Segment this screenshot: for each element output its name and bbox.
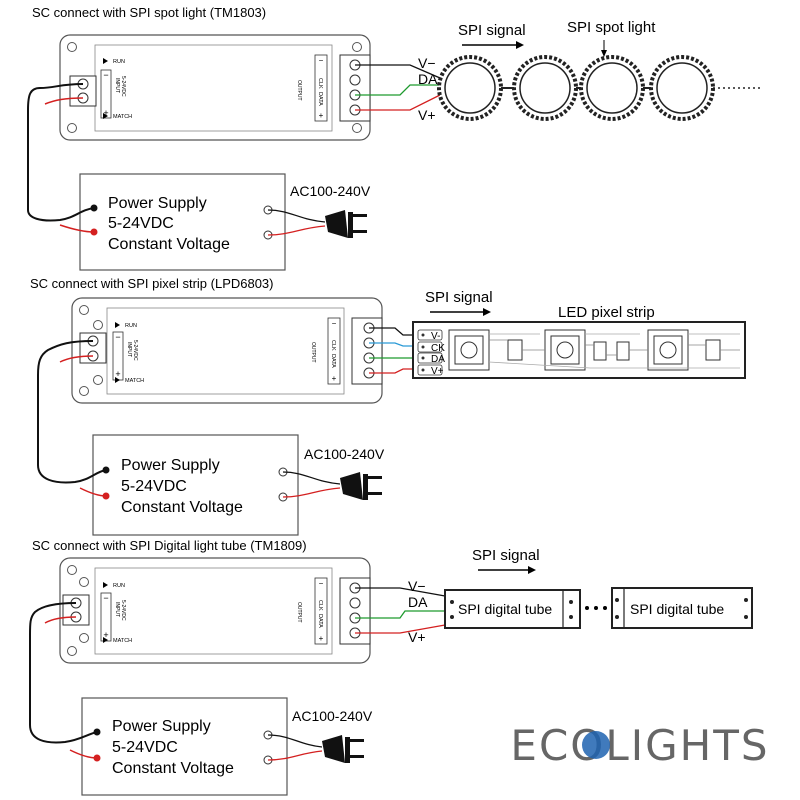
ps-line3: Constant Voltage xyxy=(108,236,230,253)
output-label: OUTPUT xyxy=(296,80,302,101)
output-clk: CLK xyxy=(317,78,323,89)
section-title: SC connect with SPI pixel strip (LPD6803… xyxy=(30,276,274,291)
signal-arrow-icon xyxy=(516,41,524,49)
power-supply: Power Supply 5-24VDC Constant Voltage xyxy=(79,173,286,271)
ps-line1: Power Supply xyxy=(121,457,220,474)
led-pixel-strip: V- CK DA V+ xyxy=(412,321,746,379)
device-label: LED pixel strip xyxy=(558,304,655,321)
input-voltage: 5-24VDC xyxy=(132,340,138,361)
wire-label-vminus: V− xyxy=(418,55,436,71)
strip-pad-vplus: V+ xyxy=(431,366,444,377)
output-clk: CLK xyxy=(317,600,323,611)
section-title: SC connect with SPI spot light (TM1803) xyxy=(32,5,266,20)
match-label: MATCH xyxy=(113,638,132,644)
input-voltage: 5-24VDC xyxy=(120,76,126,97)
ac-label: AC100-240V xyxy=(292,708,373,724)
signal-label: SPI signal xyxy=(425,289,493,306)
plug-icon xyxy=(340,472,382,500)
output-data: DATA xyxy=(330,354,336,368)
input-label: INPUT xyxy=(114,78,120,93)
ps-line2: 5-24VDC xyxy=(121,478,187,495)
input-plus: + xyxy=(103,630,108,640)
digital-tube-2: SPI digital tube xyxy=(611,587,753,629)
ps-line2: 5-24VDC xyxy=(112,739,178,756)
output-clk: CLK xyxy=(330,340,336,351)
run-label: RUN xyxy=(113,59,125,65)
pointer-arrow-icon xyxy=(601,50,607,57)
wire-label-vplus: V+ xyxy=(418,107,436,123)
input-minus: − xyxy=(115,332,120,342)
plug-icon xyxy=(325,210,367,238)
section-spot-light: SC connect with SPI spot light (TM1803) … xyxy=(27,5,760,271)
spot-light-chain xyxy=(437,55,760,121)
ps-line3: Constant Voltage xyxy=(121,499,243,516)
match-label: MATCH xyxy=(113,114,132,120)
output-plus: + xyxy=(319,111,324,120)
ac-label: AC100-240V xyxy=(290,183,371,199)
strip-pad-vminus: V- xyxy=(431,331,440,342)
output-plus: + xyxy=(332,374,337,383)
input-minus: − xyxy=(103,593,108,603)
power-supply: Power Supply 5-24VDC Constant Voltage xyxy=(81,697,288,796)
match-label: MATCH xyxy=(125,378,144,384)
input-label: INPUT xyxy=(126,342,132,357)
digital-tube-1: SPI digital tube xyxy=(444,589,581,629)
section-pixel-strip: SC connect with SPI pixel strip (LPD6803… xyxy=(30,276,746,536)
run-label: RUN xyxy=(113,583,125,589)
input-minus: − xyxy=(103,70,108,80)
input-plus: + xyxy=(103,108,108,118)
signal-label: SPI signal xyxy=(458,22,526,39)
ps-line1: Power Supply xyxy=(112,718,211,735)
tube-label: SPI digital tube xyxy=(458,601,552,617)
signal-arrow-icon xyxy=(528,566,536,574)
wire-label-da: DA xyxy=(418,71,438,87)
ac-label: AC100-240V xyxy=(304,446,385,462)
controller: − + INPUT 5-24VDC RUN MATCH OUTPUT − CLK… xyxy=(59,34,371,141)
signal-label: SPI signal xyxy=(472,547,540,564)
ps-line2: 5-24VDC xyxy=(108,215,174,232)
ps-line3: Constant Voltage xyxy=(112,760,234,777)
section-digital-tube: SC connect with SPI Digital light tube (… xyxy=(29,538,753,796)
wire-label-vplus: V+ xyxy=(408,629,426,645)
section-title: SC connect with SPI Digital light tube (… xyxy=(32,538,307,553)
strip-pad-ck: CK xyxy=(431,343,445,354)
logo-text: ECOLIGHTS xyxy=(510,721,769,770)
signal-arrow-icon xyxy=(483,308,491,316)
globe-icon xyxy=(582,731,610,759)
output-minus: − xyxy=(319,579,324,588)
output-plus: + xyxy=(319,634,324,643)
output-data: DATA xyxy=(317,614,323,628)
output-minus: − xyxy=(332,319,337,328)
ps-line1: Power Supply xyxy=(108,195,207,212)
controller: − + INPUT 5-24VDC RUN MATCH OUTPUT − CLK… xyxy=(71,297,383,404)
output-data: DATA xyxy=(317,92,323,106)
power-supply: Power Supply 5-24VDC Constant Voltage xyxy=(92,434,299,536)
device-label: SPI spot light xyxy=(567,19,656,36)
ellipsis-dots xyxy=(585,606,607,610)
controller: − + INPUT 5-24VDC RUN MATCH OUTPUT − CLK… xyxy=(59,557,371,664)
tube-label: SPI digital tube xyxy=(630,601,724,617)
input-plus: + xyxy=(115,369,120,379)
output-label: OUTPUT xyxy=(296,602,302,623)
output-minus: − xyxy=(319,56,324,65)
ecolights-logo: ECOLIGHTS xyxy=(510,721,769,770)
wire-label-da: DA xyxy=(408,594,428,610)
input-label: INPUT xyxy=(114,602,120,617)
input-voltage: 5-24VDC xyxy=(120,600,126,621)
plug-icon xyxy=(322,735,364,763)
run-label: RUN xyxy=(125,323,137,329)
output-label: OUTPUT xyxy=(310,342,316,363)
wire-label-vminus: V− xyxy=(408,578,426,594)
strip-pad-da: DA xyxy=(431,354,445,365)
